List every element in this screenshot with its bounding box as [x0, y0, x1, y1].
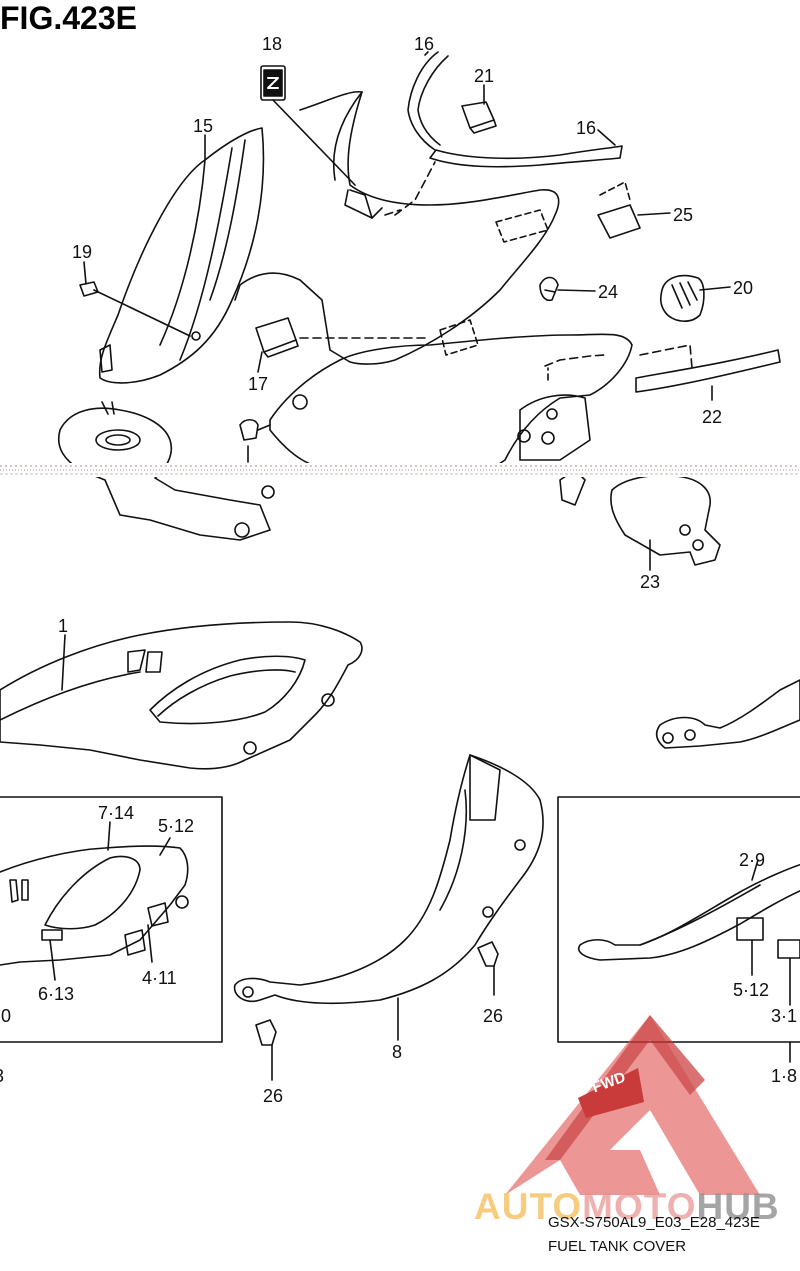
callout-19: 19: [72, 242, 93, 262]
detail-box-right: [557, 796, 800, 1063]
callout-4-11: 4·11: [142, 968, 177, 988]
figure-name: FUEL TANK COVER: [548, 1238, 687, 1255]
figure-model-code: GSX-S750AL9_E03_E28_423E: [548, 1214, 760, 1231]
callout-16-upper: 16: [414, 34, 435, 54]
part-22-strip: [635, 344, 781, 393]
watermark-brand-part2: MOTO: [582, 1186, 697, 1227]
part-15-left-tank-cover: [98, 127, 265, 384]
watermark-brand-part1: AUTO: [474, 1186, 583, 1227]
callout-21: 21: [474, 66, 495, 86]
part-8-cover: [233, 754, 544, 1041]
watermark-logo: [505, 1015, 760, 1195]
callout-25: 25: [673, 205, 694, 225]
part-18-emblem: [260, 65, 356, 186]
part-lower-center-cover: [269, 333, 633, 471]
part-center-tank-cover: [234, 90, 560, 365]
callout-22: 22: [702, 407, 723, 427]
callout-7-14: 7·14: [98, 803, 135, 823]
part-right-partial: [655, 679, 800, 749]
detail-box-left: [0, 796, 223, 1043]
watermark-brand-part3: HUB: [696, 1186, 780, 1227]
part-21-pad: [461, 101, 497, 134]
callout-5-12-right: 5·12: [733, 980, 770, 1000]
part-25-pad: [597, 181, 641, 239]
part-16-upper-strip: [407, 51, 623, 168]
callout-18: 18: [262, 34, 283, 54]
callout-6-13: 6·13: [38, 984, 75, 1004]
callout-20: 20: [733, 278, 754, 298]
callout-26-right: 26: [483, 1006, 504, 1026]
part-26-screw-b: [255, 1019, 277, 1081]
callout-16-lower: 16: [576, 118, 597, 138]
part-1-cover: [0, 621, 363, 770]
page-tear-seam: [0, 463, 800, 477]
screw-bolt: [239, 418, 271, 441]
part-20-cap: [659, 274, 705, 322]
callout-3-1-partial: 3·1: [771, 1006, 798, 1026]
callout-8: 8: [392, 1042, 403, 1062]
callout-3-partial: 3: [0, 1066, 4, 1086]
callout-1-8-partial: 1·8: [771, 1066, 798, 1086]
part-24-clip: [539, 276, 559, 302]
callout-17: 17: [248, 374, 269, 394]
figure-title: FIG.423E: [0, 0, 137, 36]
callout-15: 15: [193, 116, 214, 136]
part-17-pad: [255, 317, 299, 358]
watermark-brand: AUTOMOTOHUB: [474, 1186, 780, 1228]
callout-5-12-left: 5·12: [158, 816, 195, 836]
part-23-cover: [559, 469, 721, 566]
part-26-screw-a: [477, 941, 499, 996]
callout-0-partial: 0: [1, 1006, 12, 1026]
callout-2-9: 2·9: [739, 850, 766, 870]
part-19-bolt: [79, 281, 191, 337]
callout-1: 1: [58, 616, 69, 636]
callout-24: 24: [598, 282, 619, 302]
callout-26-left: 26: [263, 1086, 284, 1106]
callout-23: 23: [640, 572, 661, 592]
